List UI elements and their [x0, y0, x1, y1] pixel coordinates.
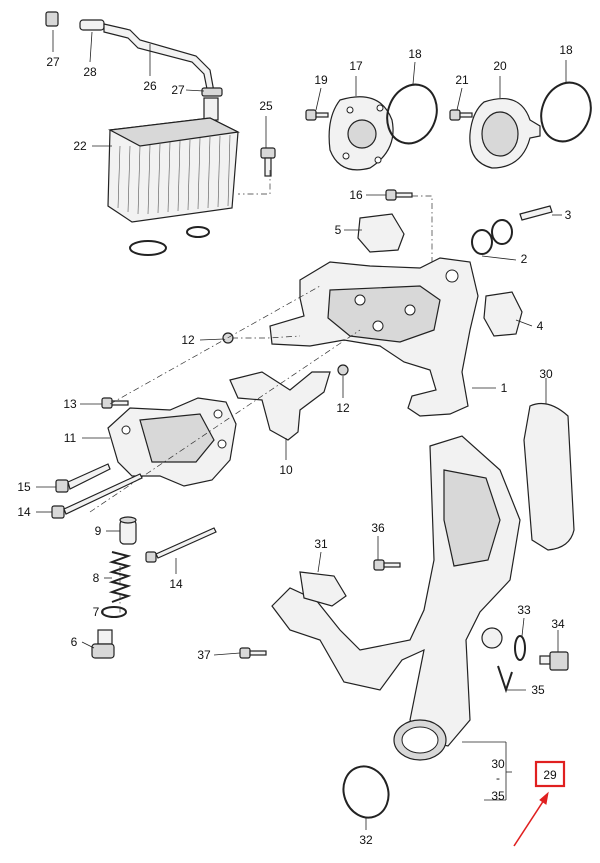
callout-34: 34: [551, 617, 565, 631]
pump-20: [469, 98, 541, 169]
piston-9: [119, 516, 137, 545]
bolt-15: [55, 463, 111, 493]
callout-36: 36: [371, 521, 385, 535]
pin-3: [519, 205, 553, 221]
callout-21: 21: [455, 73, 469, 87]
callout-35-range: 35: [491, 789, 505, 803]
range-dash: -: [496, 771, 500, 785]
callout-10: 10: [279, 463, 293, 477]
bolt-13: [101, 397, 129, 409]
o-ring-2a: [471, 229, 493, 255]
callout-7: 7: [93, 605, 100, 619]
bolt-37: [239, 647, 267, 659]
callout-11: 11: [64, 431, 77, 445]
clip-35: [497, 665, 513, 694]
callout-14-left: 14: [17, 505, 31, 519]
callout-27-lower: 27: [171, 83, 185, 97]
hose-26: [103, 23, 215, 95]
bolt-16: [385, 189, 413, 201]
callout-4: 4: [537, 319, 544, 333]
callout-18-right: 18: [559, 43, 573, 57]
callout-30-range: 30: [491, 757, 505, 771]
callout-28: 28: [83, 65, 97, 79]
callout-12-upper: 12: [181, 333, 195, 347]
callout-1: 1: [501, 381, 508, 395]
callout-12-lower: 12: [336, 401, 350, 415]
plug-12-lower: [337, 364, 349, 376]
callout-31: 31: [314, 537, 328, 551]
callout-3: 3: [565, 208, 572, 222]
o-ring-2b: [491, 219, 513, 245]
clamp-27-lower: [201, 87, 223, 97]
seal-ring-24: [129, 240, 167, 256]
callout-15: 15: [17, 480, 31, 494]
callout-35-right: 35: [531, 683, 545, 697]
callout-26: 26: [143, 79, 157, 93]
callout-16: 16: [349, 188, 363, 202]
bolt-14-left: [51, 473, 143, 519]
gasket-30: [523, 403, 575, 551]
fitting-28: [79, 19, 105, 31]
assembly-lines: [89, 170, 433, 620]
manifold-29: [271, 435, 521, 761]
callout-labels: 27 28 26 27 22 25 19 17 18 21 20 18 16 5…: [17, 43, 573, 847]
cover-17: [328, 96, 394, 171]
clamp-ring-32: [342, 765, 390, 819]
callout-22: 22: [73, 139, 87, 153]
callout-17: 17: [349, 59, 363, 73]
spring-8: [108, 551, 132, 603]
o-ring-18-left: [386, 83, 438, 145]
clamp-27-top: [45, 11, 59, 27]
housing-11: [107, 397, 237, 487]
bolt-19: [305, 109, 329, 121]
callout-27-top: 27: [46, 55, 60, 69]
callout-33: 33: [517, 603, 531, 617]
sensor-34: [539, 651, 569, 671]
bolt-21: [449, 109, 473, 121]
gasket-4: [483, 291, 523, 337]
hose-assembly: [45, 11, 223, 121]
highlight-box[interactable]: [534, 760, 566, 788]
callout-8: 8: [93, 571, 100, 585]
cooler-pipe: [203, 97, 219, 121]
bolt-14-lower: [145, 527, 217, 563]
highlight-29[interactable]: 29: [534, 760, 566, 788]
seal-ring-23: [186, 226, 210, 238]
housing-1: [269, 257, 479, 417]
callout-14-lower: 14: [169, 577, 183, 591]
callout-5: 5: [335, 223, 342, 237]
callout-32: 32: [359, 833, 373, 847]
seal-7: [101, 606, 127, 618]
callout-30-top: 30: [539, 367, 553, 381]
callout-29: 29: [543, 768, 557, 782]
leader-lines: [36, 30, 567, 830]
callout-2: 2: [521, 252, 528, 266]
callout-9: 9: [95, 524, 102, 538]
callout-20: 20: [493, 59, 507, 73]
gasket-10: [229, 371, 331, 441]
callout-18-left: 18: [408, 47, 422, 61]
callout-25: 25: [259, 99, 273, 113]
oil-cooler-22: [107, 117, 240, 223]
plug-6: [91, 629, 115, 659]
gasket-31: [299, 571, 347, 607]
o-ring-18-right: [540, 81, 592, 143]
callout-19: 19: [314, 73, 328, 87]
o-ring-33: [514, 635, 526, 661]
callout-37: 37: [197, 648, 211, 662]
red-arrow: [513, 791, 549, 847]
callout-13: 13: [63, 397, 77, 411]
bolt-25: [260, 147, 276, 177]
bolt-36: [373, 559, 401, 571]
gasket-5: [357, 213, 405, 253]
callout-6: 6: [71, 635, 78, 649]
